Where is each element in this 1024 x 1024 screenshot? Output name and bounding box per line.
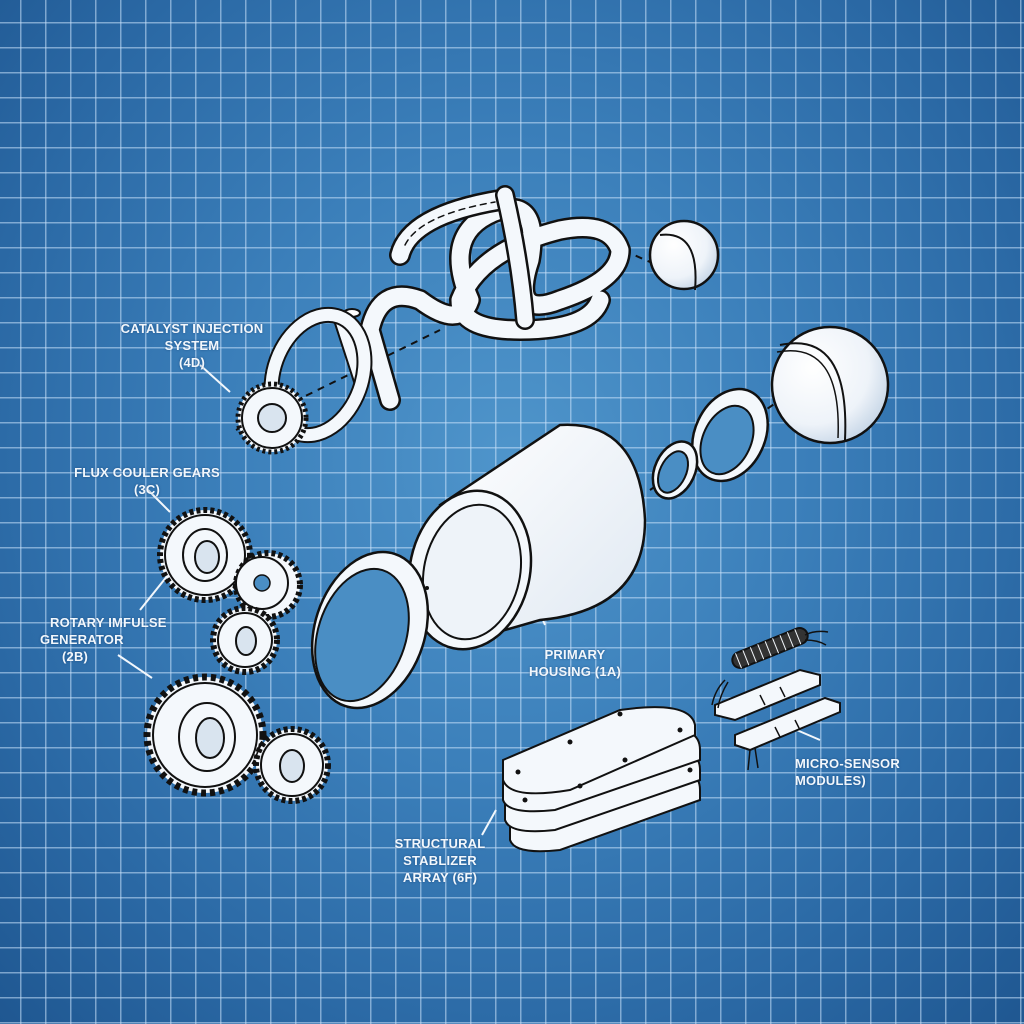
label-line: CATALYST INJECTION SYSTEM — [120, 321, 264, 353]
large-sphere — [770, 325, 890, 445]
label-rotary-impulse-generator: ROTARY IMFULSE GENERATOR (2B) — [40, 614, 170, 665]
gear — [210, 605, 280, 675]
label-line: FLUX COULER GEARS — [74, 465, 220, 480]
small-sphere — [648, 219, 720, 291]
label-primary-housing: PRIMARY HOUSING (1A) — [520, 646, 630, 680]
housing-end-ring — [310, 550, 430, 710]
label-line: (2B) — [62, 649, 89, 664]
gear — [143, 673, 267, 797]
label-line: GENERATOR — [40, 632, 124, 647]
gear — [157, 507, 253, 603]
label-structural-stabilizer-array: STRUCTURAL STABLIZER ARRAY (6F) — [360, 835, 520, 886]
label-line: HOUSING (1A) — [529, 664, 621, 679]
label-line: MODULES) — [795, 773, 866, 788]
gear — [253, 726, 331, 804]
label-line: (3C) — [133, 482, 161, 497]
label-line: ARRAY (6F) — [402, 870, 478, 885]
sensor-bars — [714, 668, 841, 771]
label-flux-couler-gears: FLUX COULER GEARS (3C) — [72, 464, 222, 498]
label-micro-sensor-modules: MICRO-SENSOR MODULES) — [795, 755, 915, 789]
coil-wire — [711, 627, 829, 709]
label-line: ROTARY IMFULSE — [50, 615, 167, 630]
coiled-tube-assembly — [332, 185, 631, 411]
gear-cluster — [143, 507, 331, 804]
label-line: MICRO-SENSOR — [795, 756, 900, 771]
bearing-ring-small — [651, 440, 699, 500]
bearing-ring-medium — [691, 387, 769, 483]
label-catalyst-injection-system: CATALYST INJECTION SYSTEM (4D) — [92, 320, 292, 371]
label-line: STRUCTURAL STABLIZER — [394, 836, 486, 868]
label-line: (4D) — [178, 355, 206, 370]
gear — [233, 550, 303, 620]
small-gear — [235, 381, 309, 455]
primary-cylinder-housing — [407, 423, 647, 651]
plate-stack — [502, 706, 701, 853]
label-line: PRIMARY — [544, 647, 606, 662]
